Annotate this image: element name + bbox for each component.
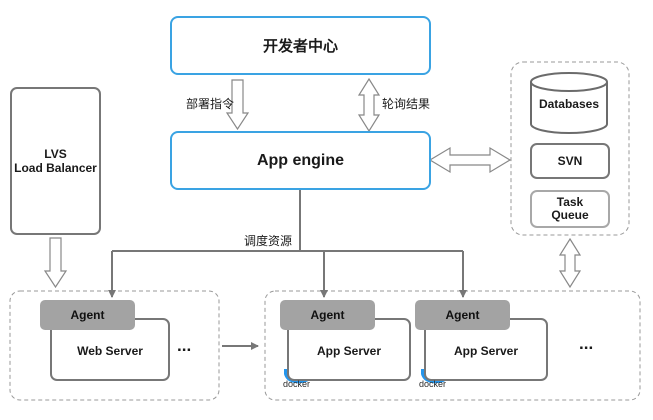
databases-cylinder-icon	[530, 72, 608, 134]
lvs-down-arrow	[43, 237, 68, 289]
lvs-label: LVS Load Balancer	[14, 147, 97, 175]
app-server-2-label: App Server	[453, 344, 519, 358]
app-engine-node: App engine	[170, 131, 431, 190]
deploy-arrow	[225, 79, 250, 131]
databases-label: Databases	[538, 97, 600, 111]
dev-center-label: 开发者中心	[262, 38, 338, 55]
ellipsis-2: ...	[579, 334, 594, 353]
poll-arrow	[357, 77, 381, 133]
storage-app-arrow	[558, 237, 582, 289]
agent-3-label: Agent	[445, 308, 480, 322]
web-server-label: Web Server	[77, 344, 143, 358]
task-queue-node: Task Queue	[530, 190, 610, 228]
agent-2-label: Agent	[310, 308, 345, 322]
dev-center-node: 开发者中心	[170, 16, 431, 75]
schedule-lines	[108, 190, 467, 350]
docker-1-label: docker	[283, 379, 311, 389]
agent-1: Agent	[40, 300, 135, 330]
task-queue-label: Task Queue	[551, 195, 589, 222]
engine-storage-arrow	[428, 146, 512, 174]
deploy-label: 部署指令	[186, 97, 235, 111]
agent-2: Agent	[280, 300, 375, 330]
app-engine-label: App engine	[256, 151, 345, 169]
svn-node: SVN	[530, 143, 610, 179]
agent-3: Agent	[415, 300, 510, 330]
svn-label: SVN	[557, 154, 583, 168]
poll-label: 轮询结果	[382, 97, 431, 111]
docker-2-label: docker	[419, 379, 447, 389]
app-server-1-label: App Server	[316, 344, 382, 358]
app-server-group	[264, 290, 641, 401]
ellipsis-1: ...	[177, 336, 192, 355]
schedule-label: 调度资源	[244, 234, 293, 248]
lvs-node: LVS Load Balancer	[10, 87, 101, 235]
agent-1-label: Agent	[70, 308, 105, 322]
